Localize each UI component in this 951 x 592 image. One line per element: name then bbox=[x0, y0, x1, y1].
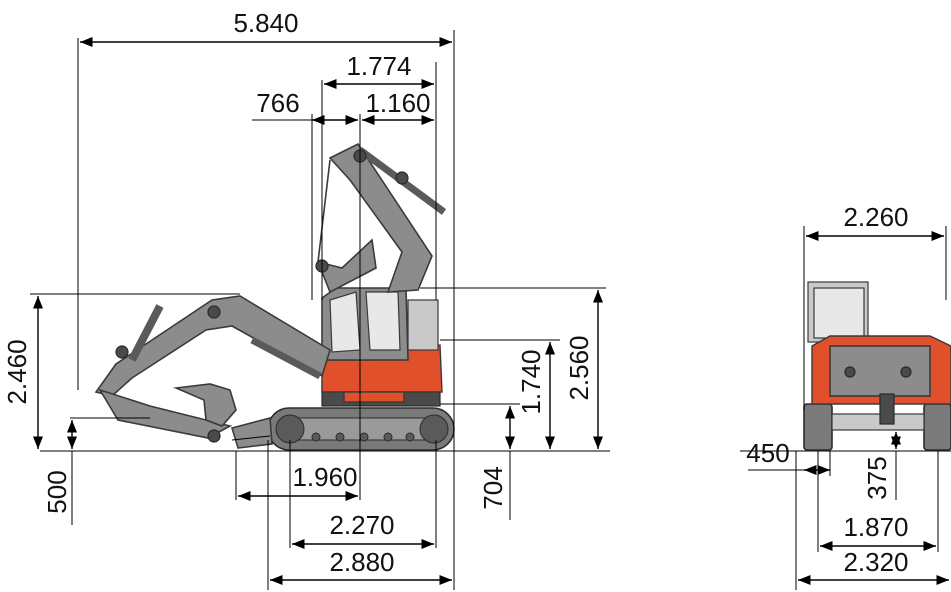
rear-view-excavator bbox=[740, 281, 951, 452]
dim-dig-depth-small: 500 bbox=[42, 470, 72, 513]
dim-counterweight-height: 1.740 bbox=[516, 349, 546, 414]
extended-boom bbox=[94, 295, 331, 443]
dim-ground-clearance: 375 bbox=[862, 456, 892, 499]
rear-view-dimensions: 2.260 450 375 1.870 2.320 bbox=[746, 202, 949, 590]
dim-blade-height: 704 bbox=[478, 466, 508, 509]
dim-blade-reach: 1.960 bbox=[292, 462, 357, 492]
dim-cab-height: 2.560 bbox=[564, 335, 594, 400]
dim-overall-track: 2.880 bbox=[329, 547, 394, 577]
dim-swing-radius: 1.160 bbox=[365, 88, 430, 118]
side-cab bbox=[321, 287, 439, 361]
dim-overall-length: 5.840 bbox=[233, 8, 298, 38]
folded-boom bbox=[315, 142, 447, 294]
side-view-excavator bbox=[40, 142, 610, 452]
dim-left-offset: 766 bbox=[256, 88, 299, 118]
dim-tail-to-front: 1.774 bbox=[346, 51, 411, 81]
dozer-blade bbox=[230, 416, 273, 449]
dim-overall-width: 2.260 bbox=[843, 202, 908, 232]
dim-track-gauge: 1.870 bbox=[843, 512, 908, 542]
side-track bbox=[267, 407, 455, 451]
dim-boom-height-left: 2.460 bbox=[2, 339, 32, 404]
dim-shoe-width: 450 bbox=[746, 438, 789, 468]
dim-track-width: 2.320 bbox=[843, 547, 908, 577]
side-view-dimensions: 5.840 1.774 766 1.160 2.460 500 1.960 2.… bbox=[2, 8, 606, 590]
dim-track-length: 2.270 bbox=[329, 510, 394, 540]
